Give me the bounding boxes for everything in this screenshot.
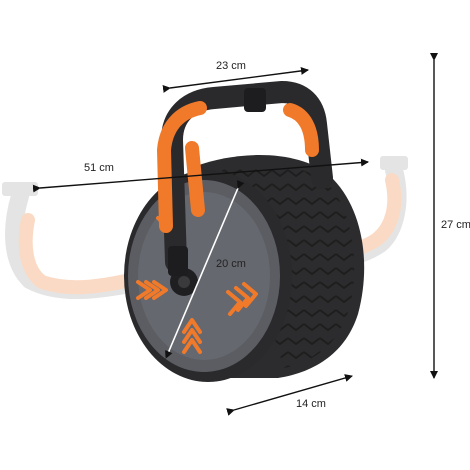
depth-label: 14 cm	[296, 398, 326, 410]
span-label: 51 cm	[84, 162, 114, 174]
diameter-label: 20 cm	[216, 258, 246, 270]
dimension-lines	[32, 53, 438, 416]
height-label: 27 cm	[441, 219, 470, 231]
span-arrow	[32, 158, 369, 193]
diameter-arrow	[165, 179, 245, 359]
ghost-handle-left	[2, 182, 149, 300]
depth-arrow	[226, 374, 353, 416]
width-label: 23 cm	[216, 60, 246, 72]
width-arrow	[162, 66, 309, 93]
